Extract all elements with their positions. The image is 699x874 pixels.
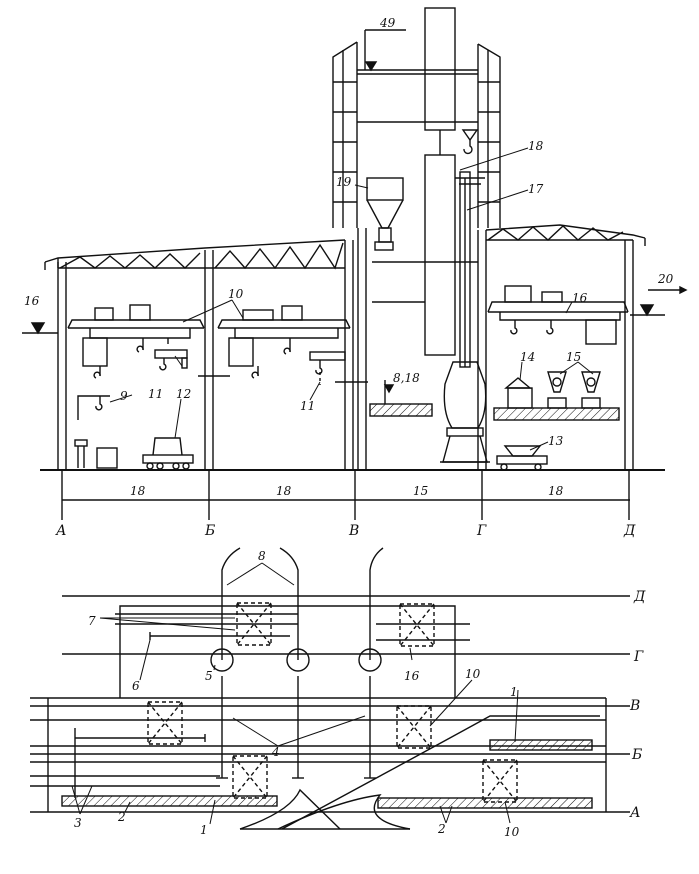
plan-callout-3: 3	[74, 816, 82, 830]
callout-13: 13	[548, 434, 564, 448]
plan-axis-a: А	[629, 805, 641, 821]
plan-axis-g: Г	[633, 649, 644, 665]
left-roof-trusses	[44, 239, 346, 270]
elevation-top: 49	[379, 16, 396, 30]
callout-10: 10	[228, 287, 244, 301]
callout-9: 9	[120, 389, 128, 403]
plan-callout-2: 2	[117, 810, 126, 824]
converter-2-icon	[286, 648, 310, 672]
work-platforms	[369, 403, 620, 421]
bunker	[366, 177, 404, 251]
callout-17: 17	[528, 182, 544, 196]
elevation-right: 20	[657, 272, 674, 286]
right-roof-trusses	[485, 224, 646, 246]
plan-axis-lines	[30, 595, 630, 813]
plan-callout-6: 6	[132, 679, 140, 693]
elevation-marks	[22, 29, 688, 404]
plan-axis-v: В	[629, 698, 640, 714]
plan-labels: Д Г В Б А 1 1 2 2 3 4 5 6 7 8 10 10 16	[74, 549, 646, 839]
plan-crane-boxes	[147, 602, 518, 803]
plan-callout-8: 8	[258, 549, 266, 563]
plan-callout-1: 1	[510, 685, 518, 699]
cross-section	[22, 7, 688, 520]
plan-view	[30, 547, 630, 830]
span-label: 15	[413, 484, 428, 498]
span-label: 18	[548, 484, 564, 498]
axis-label-d: Д	[623, 523, 636, 539]
plan-callout-5: 5	[205, 669, 213, 683]
span-label: 18	[276, 484, 292, 498]
callout-15: 15	[566, 350, 581, 364]
axis-label-b: Б	[204, 523, 215, 539]
floor-equipment	[74, 371, 601, 471]
dimension-line	[61, 470, 630, 520]
axis-label-v: В	[348, 523, 359, 539]
callout-14: 14	[520, 350, 535, 364]
plan-rails	[30, 613, 606, 798]
plan-callout-10: 10	[504, 825, 520, 839]
plan-hatched-bays	[61, 739, 593, 809]
callout-19: 19	[336, 175, 352, 189]
plan-callout-16: 16	[404, 669, 420, 683]
converter-1-icon	[210, 648, 234, 672]
callout-12: 12	[176, 387, 191, 401]
converter-shaft	[424, 7, 485, 368]
crane-bay-4	[487, 285, 629, 345]
converter-3-icon	[358, 648, 382, 672]
crane-bay-1	[67, 304, 230, 379]
callout-16: 16	[572, 291, 588, 305]
elevation-platform: 8,18	[393, 371, 420, 385]
plan-axis-d: Д	[633, 589, 646, 605]
plan-callout-10: 10	[465, 667, 481, 681]
plan-callout-7: 7	[88, 614, 96, 628]
span-label: 18	[130, 484, 146, 498]
columns	[57, 228, 634, 470]
plan-callout-4: 4	[271, 745, 280, 759]
callout-11: 11	[300, 399, 315, 413]
crane-bay-2	[217, 305, 368, 385]
converter	[440, 361, 490, 471]
plan-leader-lines	[71, 562, 519, 825]
callout-11: 11	[148, 387, 163, 401]
plan-callout-1: 1	[200, 823, 208, 837]
axis-label-g: Г	[476, 523, 487, 539]
section-labels: А Б В Г Д 18 18 15 18 16 20 49 8,18 9 10…	[24, 16, 674, 539]
plan-callout-2: 2	[437, 822, 446, 836]
elevation-left: 16	[24, 294, 40, 308]
axis-label-a: А	[55, 523, 67, 539]
callout-18: 18	[528, 139, 544, 153]
leader-lines	[109, 147, 594, 451]
plan-axis-b: Б	[631, 747, 642, 763]
plan-tracks	[210, 547, 600, 830]
plan-walls	[30, 605, 607, 812]
